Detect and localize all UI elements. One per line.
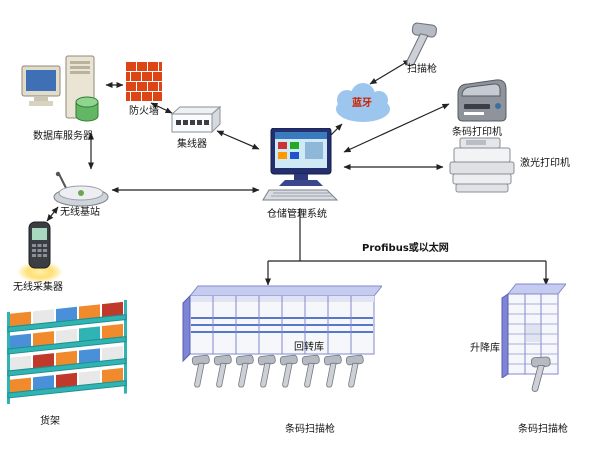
wms-node — [261, 128, 343, 212]
firewall-icon — [126, 62, 162, 102]
scan-gun-label: 扫描枪 — [407, 64, 437, 75]
lift-warehouse-label: 升降库 — [470, 343, 500, 354]
barcode-scanner-gun-icon — [187, 349, 212, 395]
scanner-row-label: 条码扫描枪 — [285, 424, 335, 435]
shelf-icon — [4, 300, 138, 404]
barcode-printer-label: 条码打印机 — [452, 127, 502, 138]
wms-label: 仓储管理系统 — [267, 209, 327, 220]
barcode-scanner-gun-icon — [209, 349, 234, 395]
barcode-scanner-gun-icon — [231, 349, 256, 395]
carousel-warehouse-label: 回转库 — [294, 342, 324, 353]
wireless-collector-icon — [16, 220, 64, 284]
barcode-scanner-gun-icon — [275, 349, 300, 395]
link-hub-wms — [216, 130, 260, 150]
shelf-node — [4, 300, 138, 408]
laser-printer-label: 激光打印机 — [520, 158, 570, 169]
barcode-scanner-gun-row — [190, 350, 364, 394]
shelf-label: 货架 — [40, 416, 60, 427]
hub-icon — [166, 104, 222, 138]
barcode-scanner-gun-icon — [297, 349, 322, 395]
barcode-scanner-gun-icon — [524, 350, 554, 399]
bus-label: Profibus或以太网 — [362, 243, 449, 254]
laser-printer-node — [446, 136, 518, 198]
firewall-label: 防火墙 — [129, 106, 159, 117]
barcode-scanner-gun-icon — [319, 349, 344, 395]
hub-node — [166, 104, 222, 142]
barcode-scanner-gun-icon — [253, 349, 278, 395]
database-server-icon — [20, 54, 106, 130]
scanner-right-label: 条码扫描枪 — [518, 424, 568, 435]
wireless-station-icon — [48, 171, 110, 207]
hub-label: 集线器 — [177, 139, 207, 150]
barcode-scanner-gun-icon — [341, 349, 366, 395]
wireless-station-node — [48, 171, 110, 211]
database-server-label: 数据库服务器 — [33, 131, 93, 142]
scanner-right-node — [528, 352, 550, 402]
laser-printer-icon — [446, 136, 518, 194]
barcode-printer-node — [452, 74, 512, 130]
firewall-node — [126, 62, 162, 106]
database-server-node — [20, 54, 106, 134]
wireless-collector-label: 无线采集器 — [13, 282, 63, 293]
bluetooth-label: 蓝牙 — [352, 98, 372, 109]
wms-computer-icon — [261, 128, 343, 208]
wireless-collector-node — [16, 220, 64, 288]
wireless-station-label: 无线基站 — [60, 207, 100, 218]
barcode-printer-icon — [452, 74, 512, 126]
